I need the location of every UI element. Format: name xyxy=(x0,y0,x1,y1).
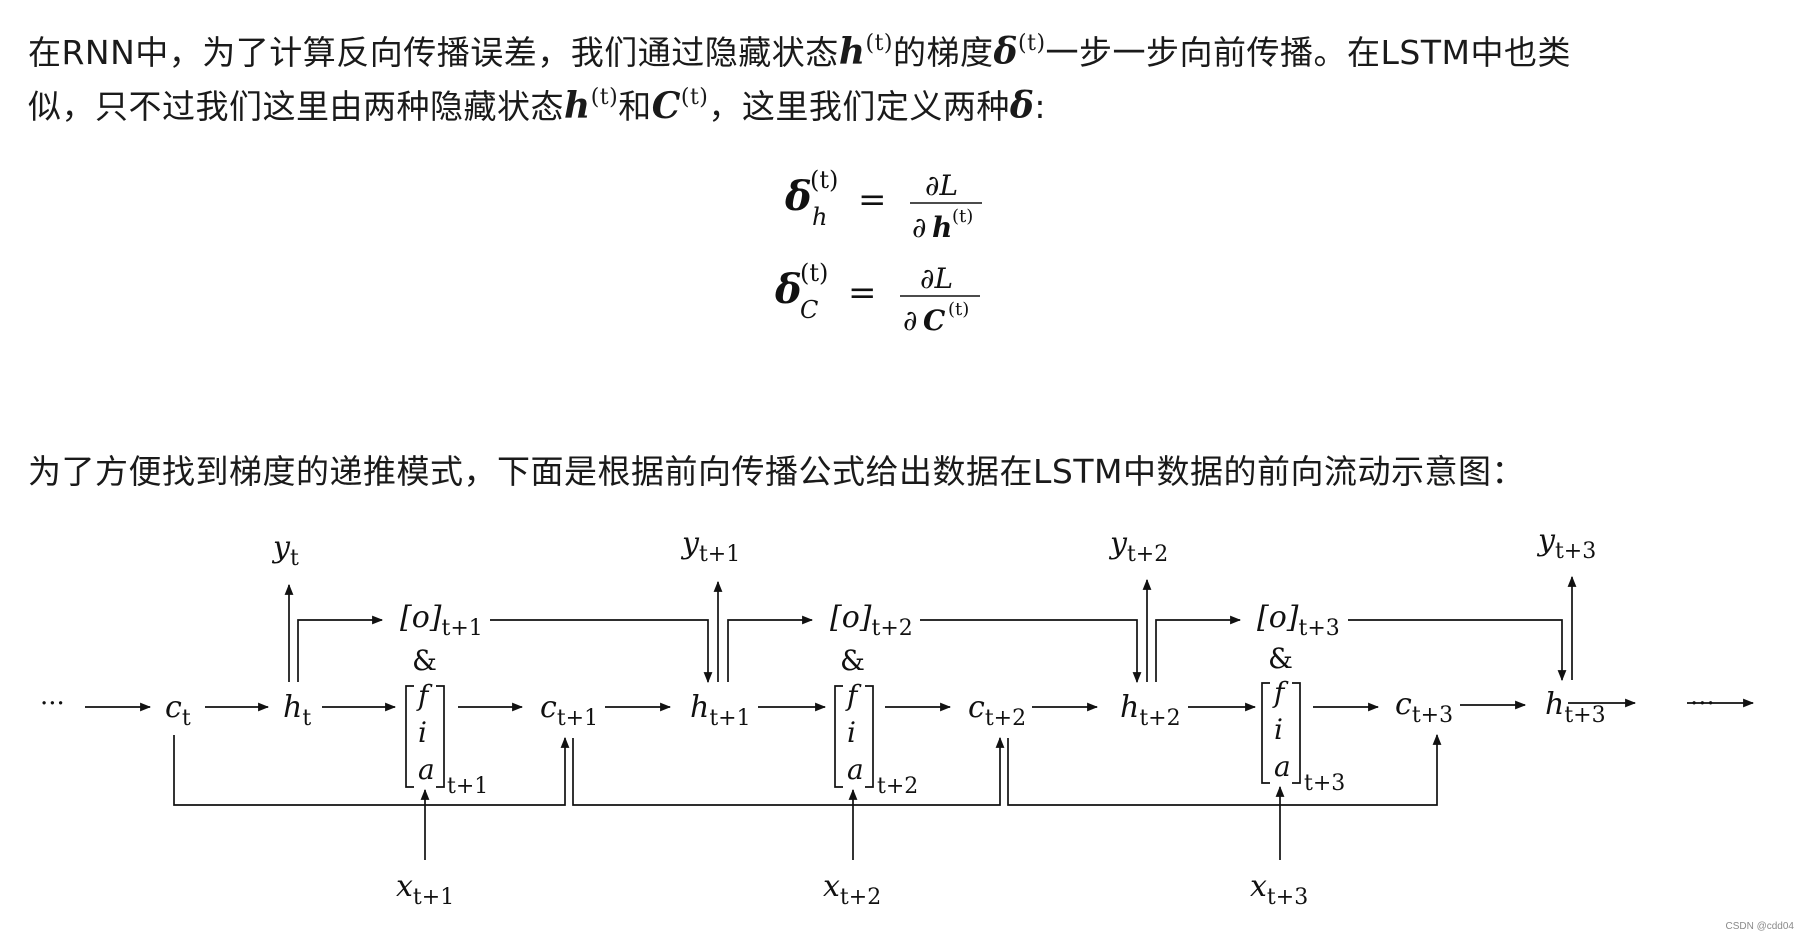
c-label-0: ct xyxy=(165,690,191,731)
o-gate-label-2: [o]t+3 xyxy=(1257,600,1340,641)
eq2-numerator: ∂L xyxy=(920,262,953,295)
gate-f-1: f xyxy=(845,679,862,712)
h-label-3: ht+3 xyxy=(1545,687,1606,728)
y-label-1: yt+1 xyxy=(680,526,740,567)
gate-a-1: a xyxy=(847,753,864,786)
eq2-lhs: δ xyxy=(774,266,802,313)
diagram-arrows xyxy=(85,575,1755,860)
section2-text: 为了方便找到梯度的递推模式，下面是根据前向传播公式给出数据在LSTM中数据的前向… xyxy=(28,452,1525,491)
x-label-2: xt+3 xyxy=(1250,869,1308,910)
gate-sub-2: t+3 xyxy=(1304,771,1345,796)
equation-delta-c: δ (t) C = ∂L ∂ C (t) xyxy=(774,259,980,337)
h-label-0: ht xyxy=(283,690,311,731)
gate-i-0: i xyxy=(418,716,427,749)
c-label-3: ct+3 xyxy=(1395,687,1453,728)
gate-f-2: f xyxy=(1272,676,1289,709)
hidden-state-h-symbol-2: h(t) xyxy=(564,85,619,127)
intro-text-1a: 在RNN中，为了计算反向传播误差，我们通过隐藏状态 xyxy=(28,33,839,72)
gate-i-1: i xyxy=(847,716,856,749)
intro-text-2b: 和 xyxy=(618,87,652,126)
eq1-den-d: ∂ xyxy=(912,211,926,244)
cell-state-c-symbol: C(t) xyxy=(651,85,709,127)
amp-label-1: & xyxy=(840,644,865,677)
eq2-den-sup: (t) xyxy=(948,299,969,320)
y-label-3: yt+3 xyxy=(1536,523,1596,564)
footer-watermark: CSDN @cdd04 xyxy=(1725,921,1794,932)
delta-symbol-2: δ xyxy=(1009,85,1035,127)
amp-label-0: & xyxy=(412,644,437,677)
o-gate-label-1: [o]t+2 xyxy=(830,600,913,641)
eq1-sup: (t) xyxy=(810,166,838,194)
gate-sub-1: t+2 xyxy=(877,774,918,799)
eq1-den-sup: (t) xyxy=(952,206,973,227)
intro-line-1: 在RNN中，为了计算反向传播误差，我们通过隐藏状态h(t)的梯度δ(t)一步一步… xyxy=(28,12,1571,85)
gate-f-0: f xyxy=(416,679,433,712)
ellipsis-left: ··· xyxy=(40,689,65,719)
eq2-sup: (t) xyxy=(800,259,828,287)
c-label-2: ct+2 xyxy=(968,690,1026,731)
eq2-equals: = xyxy=(848,273,877,313)
gate-sub-0: t+1 xyxy=(447,774,488,799)
y-label-0: yt xyxy=(271,530,299,571)
ellipsis-right: ··· xyxy=(1690,689,1715,719)
h-label-2: ht+2 xyxy=(1120,690,1181,731)
intro-text-2d: : xyxy=(1034,87,1047,126)
eq1-sub: h xyxy=(812,203,827,231)
h-label-1: ht+1 xyxy=(690,690,751,731)
delta-symbol: δ(t) xyxy=(993,31,1046,73)
intro-text-2c: ，这里我们定义两种 xyxy=(708,87,1010,126)
y-label-2: yt+2 xyxy=(1108,526,1168,567)
gate-a-0: a xyxy=(418,753,435,786)
hidden-state-h-symbol: h(t) xyxy=(838,31,894,73)
intro-text-1b: 的梯度 xyxy=(893,33,994,72)
eq2-den-var: C xyxy=(923,304,946,337)
equation-delta-h: δ (t) h = ∂L ∂ h (t) xyxy=(784,166,982,244)
o-gate-label-0: [o]t+1 xyxy=(400,600,483,641)
eq1-den-var: h xyxy=(932,211,952,244)
diagram-labels: ··· ··· ct ct+1 ct+2 ct+3 ht ht+1 ht+2 ht+3 yt yt+1… xyxy=(40,523,1715,910)
eq1-equals: = xyxy=(858,180,887,220)
x-label-0: xt+1 xyxy=(396,869,454,910)
eq1-lhs: δ xyxy=(784,173,812,220)
gate-a-2: a xyxy=(1274,750,1291,783)
c-label-1: ct+1 xyxy=(540,690,598,731)
eq2-sub: C xyxy=(800,296,818,324)
intro-line-2: 似，只不过我们这里由两种隐藏状态h(t)和C(t)，这里我们定义两种δ: xyxy=(28,66,1046,139)
amp-label-2: & xyxy=(1268,642,1293,675)
x-label-1: xt+2 xyxy=(823,869,881,910)
gate-i-2: i xyxy=(1274,713,1283,746)
intro-text-1c: 一步一步向前传播。在LSTM中也类 xyxy=(1045,33,1572,72)
eq2-den-d: ∂ xyxy=(903,304,917,337)
intro-text-2a: 似，只不过我们这里由两种隐藏状态 xyxy=(28,87,564,126)
eq1-numerator: ∂L xyxy=(925,169,958,202)
